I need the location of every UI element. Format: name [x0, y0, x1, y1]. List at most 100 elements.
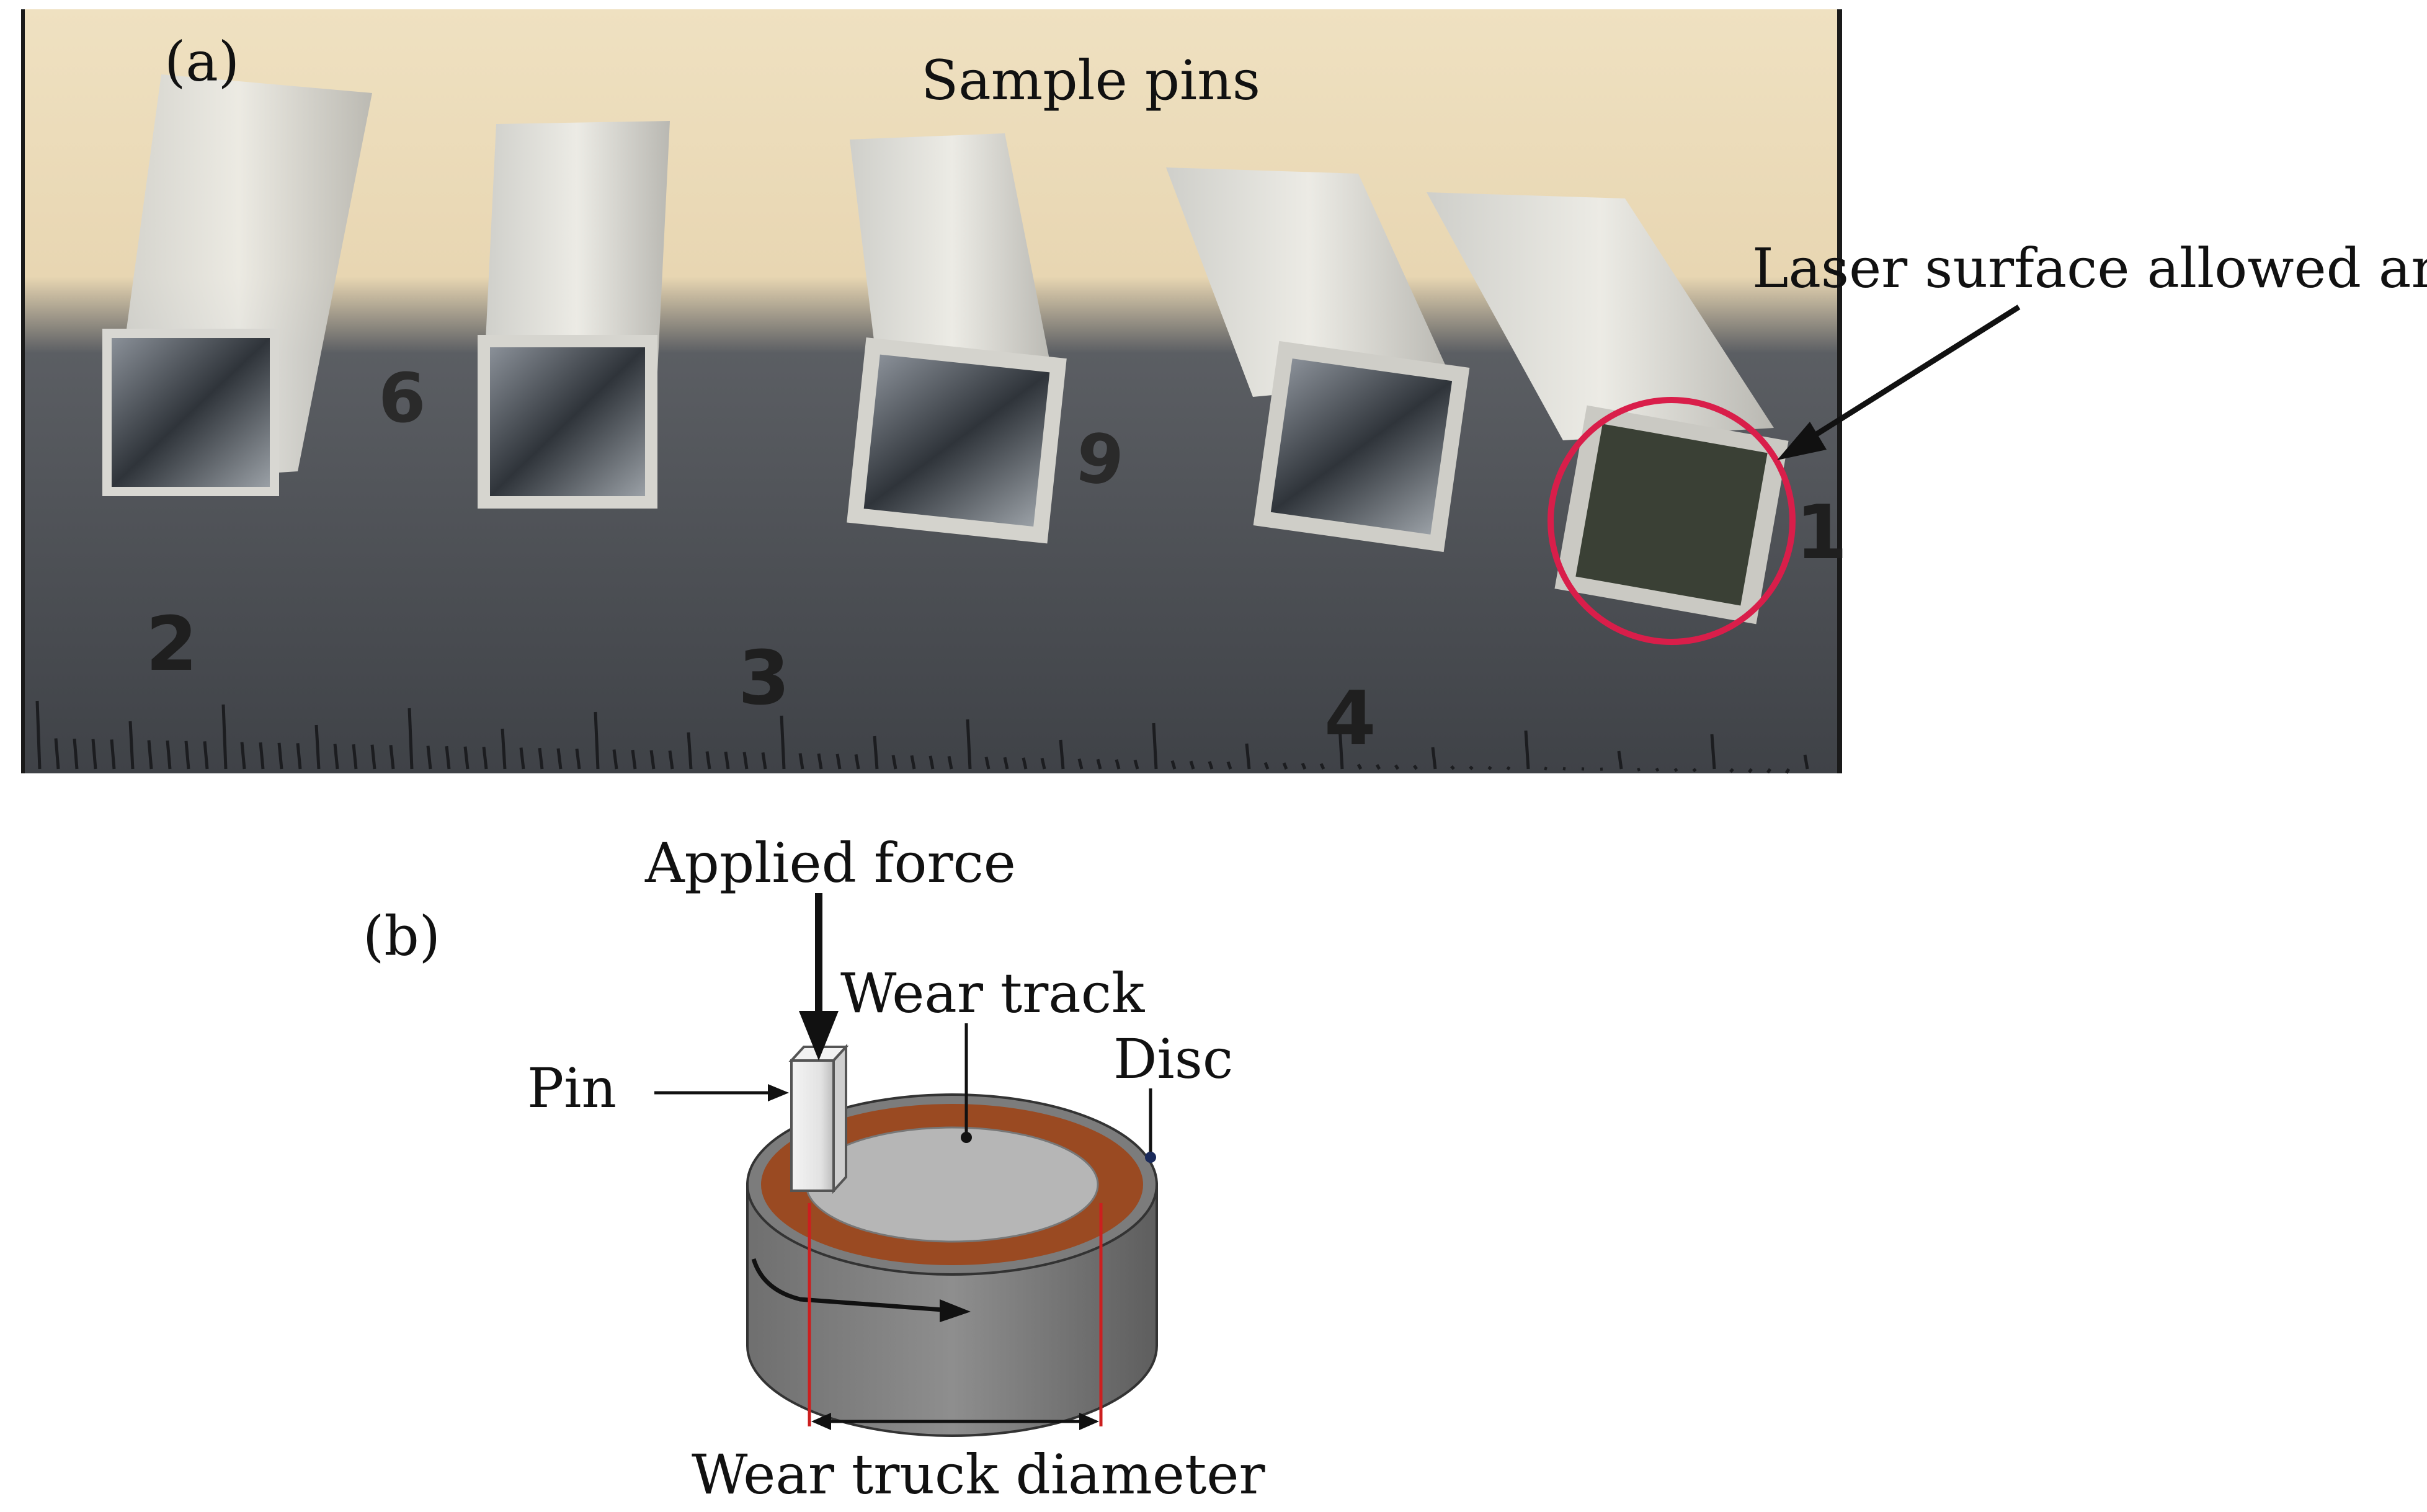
ruler-tick: [407, 708, 414, 770]
ruler-tick: [910, 755, 916, 770]
disc-center: [805, 1126, 1099, 1243]
ruler-tick: [594, 711, 600, 770]
pin-3-face: [863, 354, 1050, 527]
pin-pointer-arrow: [654, 1084, 789, 1101]
ruler-tick: [370, 744, 376, 770]
ruler-tick: [1469, 765, 1474, 770]
ruler-tick: [668, 750, 674, 770]
ruler-tick: [780, 715, 786, 770]
ruler-tick: [873, 736, 879, 770]
wear-track-label: Wear track: [840, 961, 1145, 1025]
ruler-tick: [1226, 761, 1232, 770]
ruler-tick: [687, 732, 693, 770]
ruler-tick: [128, 721, 135, 770]
applied-force-label: Applied force: [644, 831, 1016, 895]
ruler-tick: [1710, 734, 1716, 770]
ruler-tick: [463, 746, 470, 770]
ruler-tick: [947, 755, 953, 770]
ruler-tick: [966, 719, 972, 770]
laser-area-label: Laser surface allowed area: [1752, 236, 2427, 300]
ruler-tick: [147, 740, 153, 770]
ruler-tick: [1784, 768, 1791, 774]
ruler-tick: [1748, 768, 1753, 773]
pin-5-face: [1575, 424, 1768, 606]
ruler-tick: [1170, 760, 1177, 770]
ruler-tick: [1133, 759, 1139, 770]
ruler-tick: [1544, 767, 1547, 771]
ruler-tick: [854, 754, 860, 770]
ruler-tick: [724, 751, 730, 770]
ruler-tick: [501, 728, 507, 770]
panel-b-label: (b): [363, 904, 440, 968]
ruler-tick: [1022, 757, 1028, 770]
ruler-tick: [519, 747, 525, 770]
ruler-tick: [705, 751, 711, 770]
diameter-dimension-arrow: [811, 1413, 1099, 1430]
ruler-tick: [221, 704, 228, 770]
ruler-tick: [1562, 767, 1566, 771]
ruler-tick: [798, 753, 804, 770]
ruler-tick: [1189, 760, 1195, 770]
sample-pin-3: [847, 133, 1067, 544]
sample-pin-1: [102, 74, 372, 496]
ruler-tick: [817, 753, 823, 770]
sample-pin-4: [1166, 167, 1470, 553]
ruler-tick: [1077, 758, 1084, 770]
pin-2-face: [490, 347, 645, 496]
rotation-arrow: [751, 1258, 971, 1322]
ruler-tick: [612, 749, 618, 770]
ruler-tick: [1152, 723, 1158, 770]
ruler-tick: [1319, 763, 1325, 770]
ruler-tick: [445, 745, 451, 770]
ruler-tick: [259, 742, 265, 770]
ruler-number-4: 4: [1324, 676, 1376, 762]
ruler-tick: [1692, 768, 1697, 773]
ruler-tick: [1766, 768, 1772, 774]
ruler-tick: [1524, 730, 1530, 770]
pin-4-face: [1270, 358, 1453, 535]
ruler-tick: [1375, 763, 1381, 770]
ruler-tick: [891, 755, 897, 770]
ruler-tick: [1394, 764, 1400, 770]
ruler-tick: [1245, 743, 1251, 770]
ruler-tick: [1282, 762, 1288, 770]
panel-a-label: (a): [164, 30, 239, 94]
ruler-tick: [928, 755, 935, 770]
ruler-tick: [761, 752, 767, 770]
panel-a-photo: 6 9 2 3 4 1 (a) Sample pins Laser surfac…: [21, 9, 2427, 774]
ruler-tick: [352, 744, 358, 770]
panel-a-title: Sample pins: [921, 48, 1260, 112]
ruler-tick: [1803, 754, 1809, 770]
ruler-tick: [1487, 765, 1492, 770]
ruler-tick: [1356, 763, 1363, 770]
panel-b-schematic: (b) Applied force Wear track Disc Pin We…: [363, 831, 1265, 1506]
ruler-tick: [1003, 757, 1009, 770]
photo-right-border: [1837, 9, 1842, 773]
applied-force-arrow: [799, 893, 839, 1061]
pin-number-6: 6: [378, 358, 426, 438]
disc-label: Disc: [1113, 1027, 1233, 1091]
ruler-tick: [1115, 759, 1121, 770]
ruler-number-2: 2: [146, 602, 198, 688]
ruler-tick: [1263, 762, 1270, 770]
ruler-tick: [984, 757, 991, 770]
pin-number-9: 9: [1071, 417, 1129, 502]
ruler-tick: [203, 741, 209, 770]
ruler-tick: [649, 750, 656, 770]
photo-left-border: [21, 9, 25, 773]
ruler-tick: [1506, 766, 1511, 771]
ruler-tick: [1673, 767, 1678, 772]
ruler-tick: [1096, 758, 1102, 770]
callout-arrow: [1777, 305, 2021, 460]
ruler-tick: [1208, 761, 1214, 770]
ruler-number-3: 3: [738, 636, 790, 722]
pin-1-face: [112, 338, 270, 487]
ruler-ticks: [35, 700, 1809, 774]
ruler-tick: [482, 747, 488, 770]
ruler-tick: [314, 724, 321, 770]
ruler-tick: [1729, 768, 1734, 773]
ruler-tick: [1655, 767, 1660, 772]
pin-label: Pin: [527, 1056, 617, 1120]
ruler-tick: [1617, 750, 1623, 770]
